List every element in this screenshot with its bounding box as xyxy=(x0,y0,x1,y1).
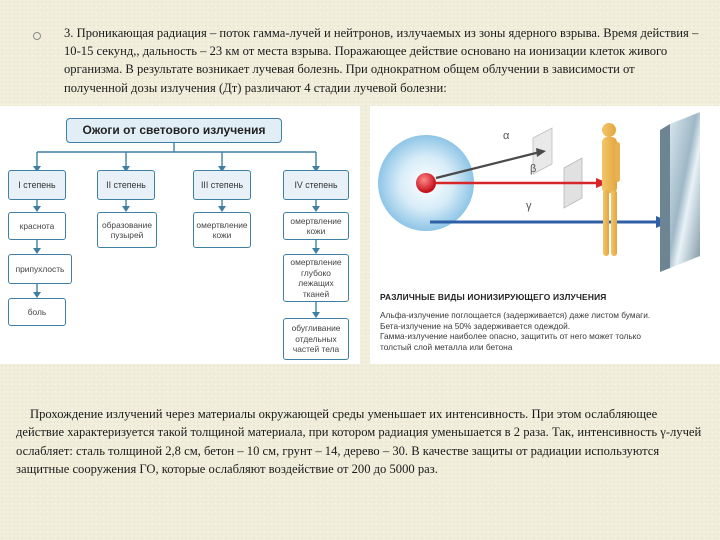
metal-slab xyxy=(670,112,700,268)
result-swelling: припухлость xyxy=(8,254,72,284)
intro-paragraph: 3. Проникающая радиация – поток гамма-лу… xyxy=(64,24,700,97)
outro-paragraph: Прохождение излучений через материалы ок… xyxy=(16,407,702,477)
radiation-line-3: Гамма-излучение наиболее опасно, защитит… xyxy=(380,331,641,342)
result-redness: краснота xyxy=(8,212,66,240)
degree-4-box: IV степень xyxy=(283,170,349,200)
radiation-illustration xyxy=(378,112,700,272)
radiation-description: Альфа-излучение поглощается (задерживает… xyxy=(380,310,710,352)
alpha-ray xyxy=(435,150,541,180)
diagram-connectors xyxy=(33,143,320,318)
radiation-heading: РАЗЛИЧНЫЕ ВИДЫ ИОНИЗИРУЮЩЕГО ИЗЛУЧЕНИЯ xyxy=(380,292,607,302)
radiation-line-1: Альфа-излучение поглощается (задерживает… xyxy=(380,310,651,320)
result-skin-necrosis: омертвление кожи xyxy=(193,212,251,248)
gamma-label: γ xyxy=(526,200,532,212)
radiation-figure: α β γ РАЗЛИЧНЫЕ ВИДЫ ИОНИЗИРУЮЩЕГО ИЗЛУЧ… xyxy=(370,106,720,364)
burns-diagram: Ожоги от светового излучения I степень I… xyxy=(0,106,360,364)
result-blisters: образование пузырей xyxy=(97,212,157,248)
degree-1-box: I степень xyxy=(8,170,66,200)
human-figure xyxy=(602,123,620,256)
radiation-line-4: толстый слой металла или бетона xyxy=(380,341,513,352)
bullet-icon xyxy=(33,32,41,40)
alpha-label: α xyxy=(503,130,510,142)
result-skin-necrosis-iv: омертвление кожи xyxy=(283,212,349,240)
intro-text: 3. Проникающая радиация – поток гамма-лу… xyxy=(64,26,699,95)
degree-3-box: III степень xyxy=(193,170,251,200)
diagram-title: Ожоги от светового излучения xyxy=(66,118,282,143)
source-particle xyxy=(416,173,436,193)
beta-label: β xyxy=(530,163,537,175)
result-deep-tissue: омертвление глубоко лежащих тканей xyxy=(283,254,349,302)
degree-2-box: II степень xyxy=(97,170,155,200)
radiation-line-2: Бета-излучение на 50% задерживается одеж… xyxy=(380,320,571,331)
result-charring: обугливание отдельных частей тела xyxy=(283,318,349,360)
result-pain: боль xyxy=(8,298,66,326)
